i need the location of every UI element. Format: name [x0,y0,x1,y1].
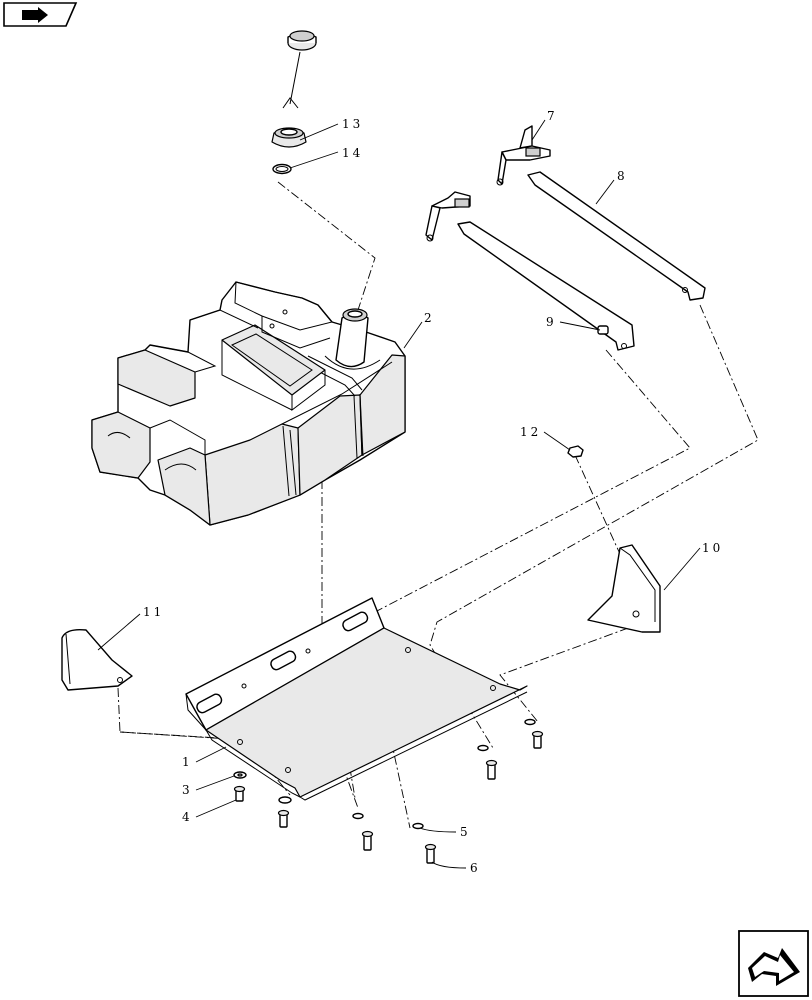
next-page-button[interactable] [738,930,809,997]
callout-5: 5 [460,825,471,839]
washer-a [278,796,292,804]
callout-3: 3 [182,783,193,797]
bolt-a [277,809,290,828]
callout-2: 2 [424,311,435,325]
callout-6: 6 [470,861,481,875]
leader-lines [97,119,701,869]
back-arrow-icon [22,7,48,23]
washer-c [477,744,489,752]
bolt-4 [233,785,246,802]
callout-13: 13 [342,117,363,131]
callout-labels: 13 14 2 7 8 9 12 10 11 1 3 4 5 6 [143,109,723,875]
callout-1: 1 [182,755,193,769]
washer-d [524,718,536,726]
filler-cap-dipstick [282,30,317,109]
washer-5 [412,822,424,830]
callout-8: 8 [617,169,628,183]
bolt-d [531,730,544,749]
bolt-b [361,830,374,851]
bracket-right [587,544,661,633]
strap-rear [496,125,706,301]
washer-b [352,812,364,820]
forward-arrow-icon [748,948,800,986]
callout-11: 11 [143,605,164,619]
callout-14: 14 [342,146,363,160]
filler-neck-adapter [271,127,307,148]
callout-7: 7 [547,109,558,123]
washer-3 [233,771,247,779]
previous-page-button[interactable] [3,2,78,27]
tank [91,281,406,526]
bracket-left [61,628,133,691]
callout-12: 12 [520,425,541,439]
seal-ring [272,163,292,175]
callout-9: 9 [546,315,557,329]
strap-front [425,191,635,351]
callout-10: 10 [702,541,723,555]
mounting-plate [185,597,528,801]
nut-12 [567,445,584,458]
bolt-6 [424,843,437,864]
callout-4: 4 [182,810,193,824]
bolt-c [485,759,498,780]
